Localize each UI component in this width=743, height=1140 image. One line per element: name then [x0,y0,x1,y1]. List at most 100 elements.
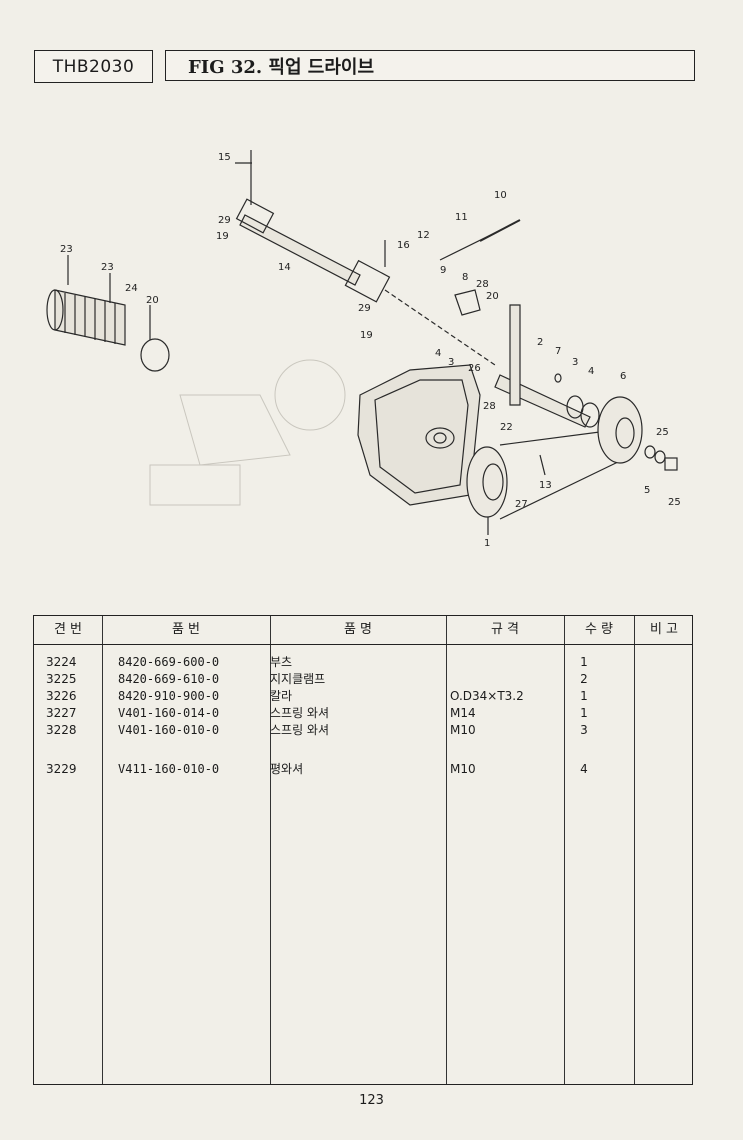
drive-shaft [494,374,591,428]
page-number: 123 [359,1093,384,1108]
nut-9 [664,457,678,471]
key-no: 3226 [46,689,77,703]
qty: 3 [580,723,588,737]
table-header-row: 견 번 품 번 품 명 규 격 수 량 비 고 [34,616,692,645]
callout: 28 [476,279,489,290]
table-row: 3226 8420-910-900-0 칼라 O.D34×T3.2 1 [34,688,692,705]
key-7 [554,373,562,383]
boot [54,289,126,346]
spec: M10 [450,762,476,776]
callout: 6 [620,371,626,382]
model-code: THB2030 [52,56,135,77]
callout: 29 [358,303,371,314]
callout: 11 [455,212,468,223]
callout: 8 [462,272,468,283]
callout: 4 [588,366,594,377]
header-remarks: 비 고 [649,622,679,637]
qty: 4 [580,762,588,776]
callout: 28 [483,401,496,412]
callout: 19 [360,330,373,341]
part-no: V411-160-010-0 [118,762,220,776]
callout: 10 [494,190,507,201]
part-no: 8420-669-600-0 [118,655,220,669]
callout: 13 [539,480,552,491]
v-belt [499,429,616,446]
qty: 1 [580,689,588,703]
spec: M10 [450,723,476,737]
spec: O.D34×T3.2 [450,689,524,703]
table-row: 3229 V411-160-010-0 평와셔 M10 4 [34,761,692,778]
figure-title-box: FIG 32. 픽업 드라이브 [165,50,695,81]
model-code-box: THB2030 [34,50,153,83]
header-part-name: 품 명 [343,622,373,637]
part-name: 칼라 [270,689,293,703]
header-qty: 수 량 [584,622,614,637]
part-no: V401-160-014-0 [118,706,220,720]
arm-10 [454,289,481,316]
figure-title: FIG 32. 픽업 드라이브 [188,56,375,78]
callout: 3 [448,357,454,368]
table-row: 3224 8420-669-600-0 부츠 1 [34,654,692,671]
callout: 2 [537,337,543,348]
washer-8 [644,445,656,459]
callout: 7 [555,346,561,357]
callout: 20 [486,291,499,302]
callout: 12 [417,230,430,241]
callout: 1 [484,538,490,549]
qty: 2 [580,672,588,686]
support-bracket [509,304,521,406]
gearbox-housing [357,364,481,506]
part-name: 스프링 와셔 [270,723,330,737]
key-no: 3224 [46,655,77,669]
callout: 3 [572,357,578,368]
washer-27 [654,450,666,464]
callout: 26 [468,363,481,374]
table-row: 3227 V401-160-014-0 스프링 와셔 M14 1 [34,705,692,722]
part-no: V401-160-010-0 [118,723,220,737]
header-key-no: 견 번 [53,622,83,637]
washer-4 [580,402,600,428]
callout: 20 [146,295,159,306]
callout: 25 [656,427,669,438]
callout: 29 [218,215,231,226]
part-name: 평와셔 [270,762,304,776]
key-no: 3225 [46,672,77,686]
callout: 14 [278,262,291,273]
joint-shaft [239,214,361,286]
housing-shaft-hole [425,427,455,449]
callout: 23 [60,244,73,255]
u-joint-upper [235,198,275,234]
callout: 5 [644,485,650,496]
table-row: 3228 V401-160-010-0 스프링 와셔 M10 3 [34,722,692,739]
spec: M14 [450,706,476,720]
callout: 24 [125,283,138,294]
callout: 16 [397,240,410,251]
key-no: 3227 [46,706,77,720]
header-part-no: 품 번 [171,622,201,637]
part-name: 지지클램프 [270,672,326,686]
part-no: 8420-910-900-0 [118,689,220,703]
part-name: 부츠 [270,655,293,669]
exploded-parts-diagram: 15 16 29 19 14 29 19 23 23 24 20 10 11 1… [46,150,681,549]
pulley-large [597,396,643,464]
callout: 15 [218,152,231,163]
callout: 4 [435,348,441,359]
clamp-25-left [46,289,64,331]
u-joint-lower [344,259,391,303]
qty: 1 [580,706,588,720]
pulley-small [466,446,508,518]
callout: 22 [500,422,513,433]
callout: 25 [668,497,681,508]
callout: 9 [440,265,446,276]
key-no: 3229 [46,762,77,776]
callout: 19 [216,231,229,242]
key-no: 3228 [46,723,77,737]
qty: 1 [580,655,588,669]
part-no: 8420-669-610-0 [118,672,220,686]
callout: 23 [101,262,114,273]
rod-12 [479,219,521,242]
header-spec: 규 격 [490,622,520,637]
callout: 27 [515,499,528,510]
table-row: 3225 8420-669-610-0 지지클램프 2 [34,671,692,688]
parts-table: 견 번 품 번 품 명 규 격 수 량 비 고 3224 8420-669-60… [33,615,693,1085]
